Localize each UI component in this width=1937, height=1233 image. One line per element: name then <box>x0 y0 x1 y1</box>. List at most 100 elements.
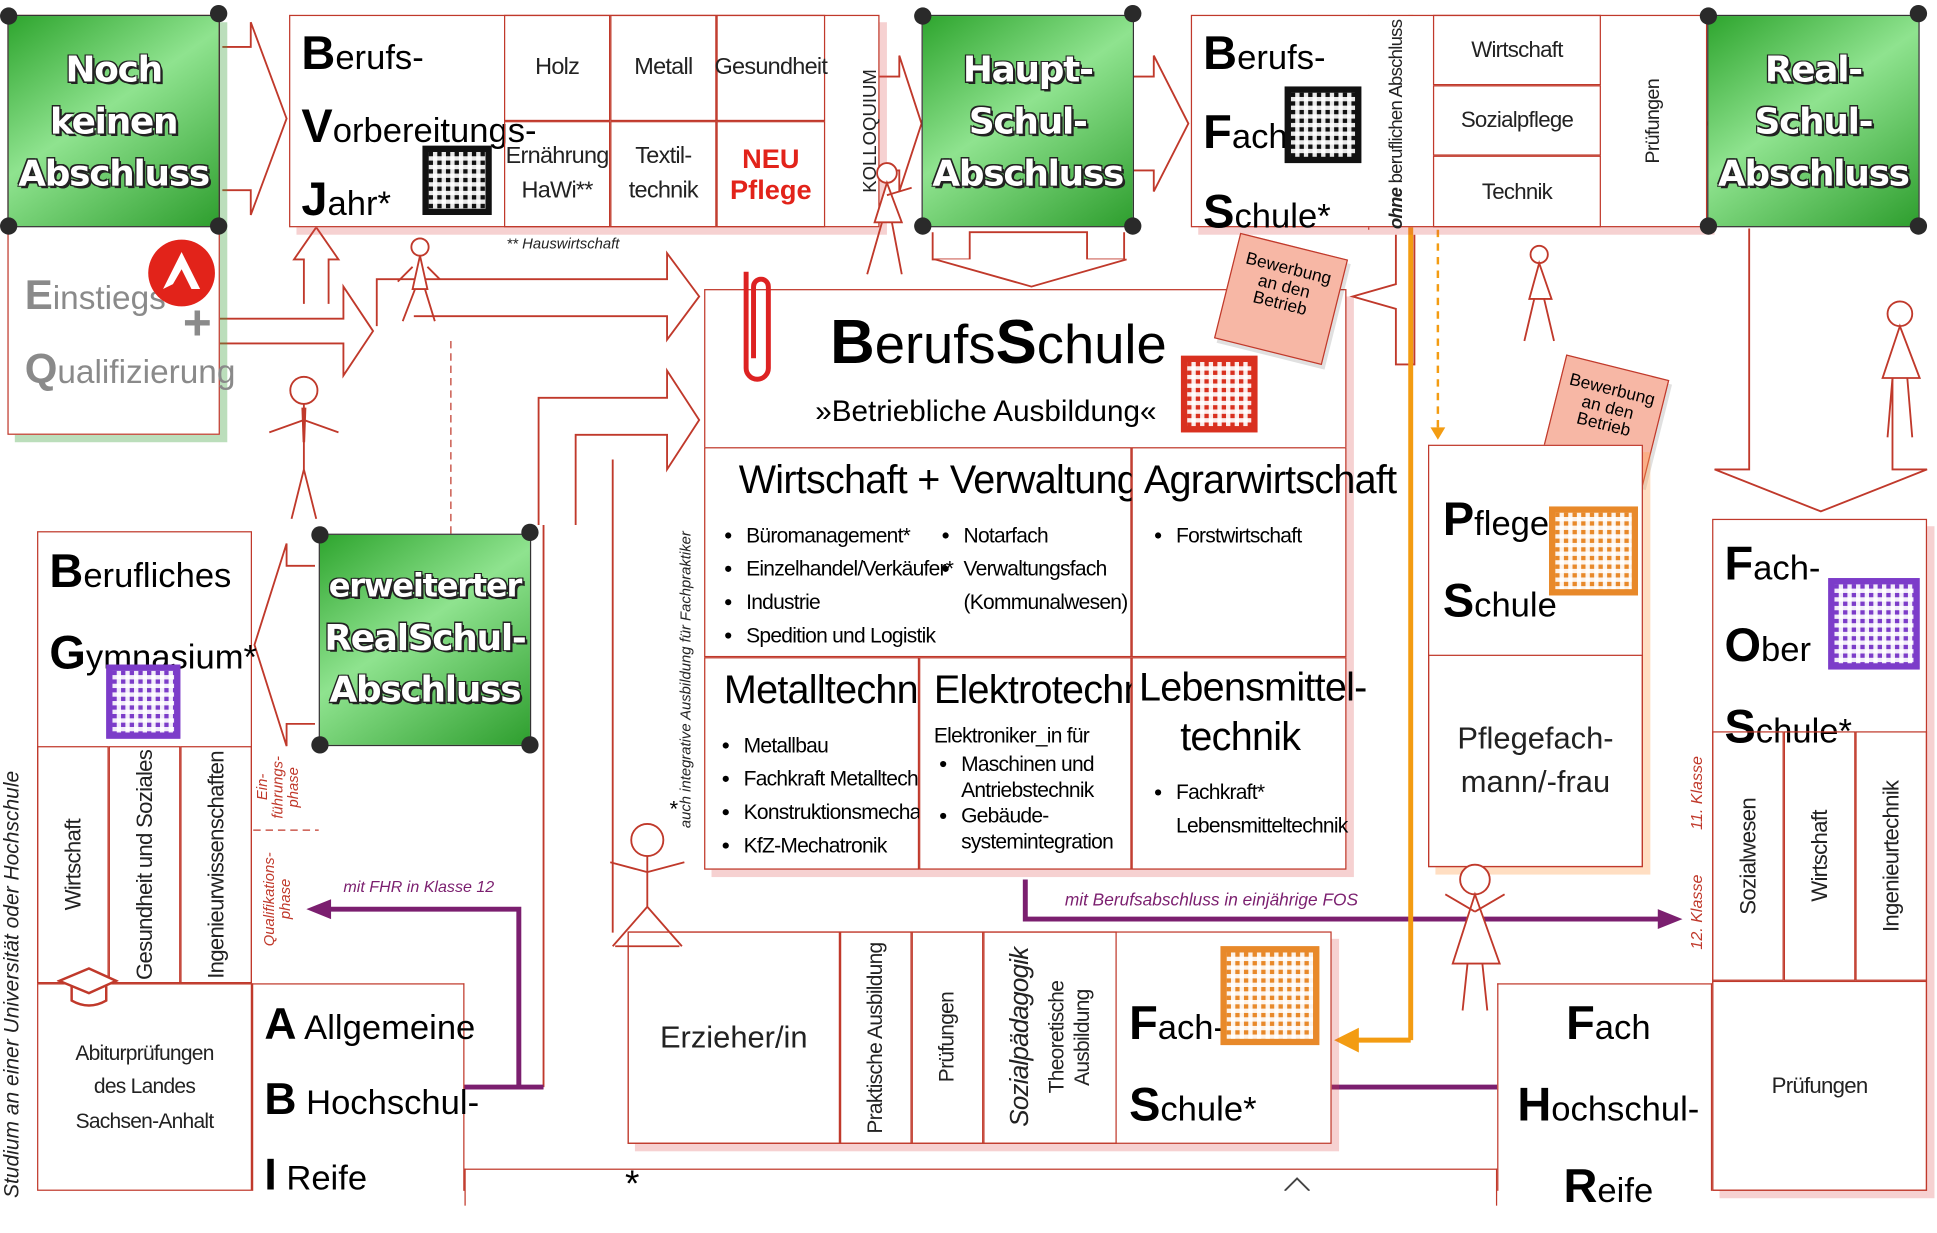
qr-code-icon <box>1284 86 1362 164</box>
berufliches-gymnasium-box <box>37 531 253 984</box>
list-item: KfZ-Mechatronik <box>744 829 946 862</box>
bvj-cell-ernaehrung: Ernährung HaWi** <box>504 121 611 228</box>
list-item: Forstwirtschaft <box>1176 519 1302 552</box>
stick-figure-icon <box>1881 300 1922 438</box>
realschulabschluss-card: Real- Schul- Abschluss <box>1707 14 1920 228</box>
stick-figure-icon <box>866 162 912 275</box>
bvj-title: Berufs- Vorbereitungs- Jahr* <box>301 28 537 227</box>
wirtschaft-verwaltung-box <box>704 447 1132 658</box>
berufsschule-title: BerufsSchule <box>830 307 1167 377</box>
fachschule-title: Fach- Schule* <box>1129 998 1257 1132</box>
studium-label: Studium an einer Universität oder Hochsc… <box>0 770 24 1199</box>
fhr-title: Fach Hochschul- Reife <box>1517 998 1700 1214</box>
arrow-haupt-down-head <box>934 258 1127 288</box>
list-item: Verwaltungsfach (Kommunalwesen) <box>964 552 1129 619</box>
arrow-real-down <box>1714 228 1928 513</box>
pin-icon <box>0 7 18 25</box>
arrow-to-bs-middle <box>537 367 701 526</box>
pin-icon <box>914 217 932 235</box>
bfs-title: Berufs- Fach Schule* <box>1203 28 1331 239</box>
elektrotechnik-box <box>919 657 1132 870</box>
gym-col-ingenieur: Ingenieurwissenschaften <box>180 746 253 984</box>
sozialpaedagogik-cell: Sozialpädagogik Theoretische Ausbildung <box>983 931 1117 1144</box>
pflegefachmann-cell: Pflegefach- mann/-frau <box>1428 654 1643 868</box>
lebensmittel-list: Fachkraft* Lebensmitteltechnik <box>1154 776 1348 843</box>
einfuehrungsphase-label: Ein- führungs- phase <box>253 756 302 819</box>
erweiterter-line-2: RealSchul- <box>324 616 526 659</box>
fos-col-wirtschaft: Wirtschaft <box>1783 731 1856 981</box>
pin-icon <box>521 523 539 542</box>
stick-figure-icon <box>609 823 685 948</box>
qualifikationsphase-label: Qualifikations- phase <box>260 852 294 947</box>
list-item: Maschinen und Antriebstechnik <box>961 751 1113 803</box>
qr-code-icon <box>1220 946 1320 1046</box>
erweiterter-line-3: Abschluss <box>329 668 522 711</box>
realschul-line-3: Abschluss <box>1718 151 1910 194</box>
arrow-einstieg-up <box>292 225 341 304</box>
fhr-arrow-label: mit FHR in Klasse 12 <box>343 877 495 896</box>
metalltechnik-box <box>704 657 920 870</box>
pin-icon <box>0 217 18 235</box>
agrarwirtschaft-title: Agrarwirtschaft <box>1143 457 1397 502</box>
abi-label: A Allgemeine B Hochschul- I Reife <box>264 998 480 1200</box>
arrow-erweiterter-left <box>253 543 316 747</box>
footnote-star: * <box>625 1163 640 1205</box>
pflegeschule-title: Pflege- Schule <box>1442 494 1561 628</box>
hauptschul-line-1: Haupt- <box>962 48 1094 91</box>
purple-fhr-line <box>323 906 522 1088</box>
klasse-12-label: 12. Klasse <box>1687 874 1706 950</box>
pin-icon <box>1699 7 1718 25</box>
arrow-haupt-to-bfs <box>1134 55 1190 192</box>
qr-code-icon <box>1549 506 1639 596</box>
noch-keinen-line-1: Noch <box>65 48 163 91</box>
pin-icon <box>1909 4 1928 23</box>
metall-list: Metallbau Fachkraft Metalltechnik Konstr… <box>721 729 946 862</box>
pin-icon <box>914 7 932 25</box>
list-item: Büromanagement* <box>746 519 953 552</box>
erzieher-cell: Erzieher/in <box>627 931 841 1144</box>
pin-icon <box>311 736 329 754</box>
qr-code-icon <box>1828 578 1920 670</box>
list-item: Industrie <box>746 586 953 619</box>
noch-keinen-abschluss-card: Noch keinen Abschluss <box>7 14 220 228</box>
einstiegs-label: Einstiegs <box>24 271 166 319</box>
pin-icon <box>1124 4 1142 23</box>
realschul-line-2: Schul- <box>1754 100 1874 143</box>
fos-title: Fach- Ober Schule* <box>1724 538 1852 754</box>
list-item: Fachkraft Metalltechnik <box>744 762 946 795</box>
fos-pruefungen-cell: Prüfungen <box>1712 980 1928 1191</box>
berufsschule-subtitle: »Betriebliche Ausbildung« <box>815 395 1157 429</box>
ohne-abschluss-label: ohne beruflichen Abschluss <box>1386 19 1408 230</box>
list-item: Konstruktionsmechanik <box>744 796 946 829</box>
pflege-label: Pflege <box>730 174 812 206</box>
abiturpruefungen-cell: Abiturprüfungen des Landes Sachsen-Anhal… <box>37 983 253 1191</box>
graduation-cap-icon <box>56 967 119 1007</box>
bfs-cell-wirtschaft: Wirtschaft <box>1432 14 1601 86</box>
gym-col-gesundheit: Gesundheit und Soziales <box>108 746 181 984</box>
bvj-cell-gesundheit: Gesundheit <box>715 14 828 122</box>
qr-code-icon <box>422 145 492 215</box>
pin-icon <box>521 736 539 754</box>
fachschule-box <box>627 931 1332 1144</box>
arrow-noch-to-bvj <box>222 21 288 216</box>
fos-col-sozialwesen: Sozialwesen <box>1712 731 1784 981</box>
pin-icon <box>1909 217 1928 235</box>
bvj-cell-neu-pflege: NEU Pflege <box>716 121 826 228</box>
stick-figure-icon <box>1523 244 1555 342</box>
stick-figure-icon <box>268 375 339 520</box>
arrow-einstieg-to-bs <box>219 283 375 379</box>
hauptschul-line-2: Schul- <box>968 100 1088 143</box>
wirtschaft-right-list: Notarfach Verwaltungsfach (Kommunalwesen… <box>941 519 1129 619</box>
list-item: Einzelhandel/Verkäufer* <box>746 552 954 585</box>
abi-box <box>252 983 465 1191</box>
connector-lines <box>37 14 1928 1191</box>
pin-icon <box>1699 217 1718 235</box>
gym-col-wirtschaft: Wirtschaft <box>37 746 109 984</box>
erweiterter-realschulabschluss-card: erweiterter RealSchul- Abschluss <box>318 533 532 747</box>
lebensmitteltechnik-title: Lebensmittel- technik <box>1138 664 1367 759</box>
integrative-ausbildung-note: auch integrative Ausbildung für Fachprak… <box>676 531 695 829</box>
qualifizierung-label: Qualifizierung <box>24 345 236 393</box>
lebensmitteltechnik-box <box>1131 657 1347 870</box>
fachhochschulreife-box <box>1497 983 1713 1191</box>
bfs-cell-sozialpflege: Sozialpflege <box>1432 85 1601 156</box>
